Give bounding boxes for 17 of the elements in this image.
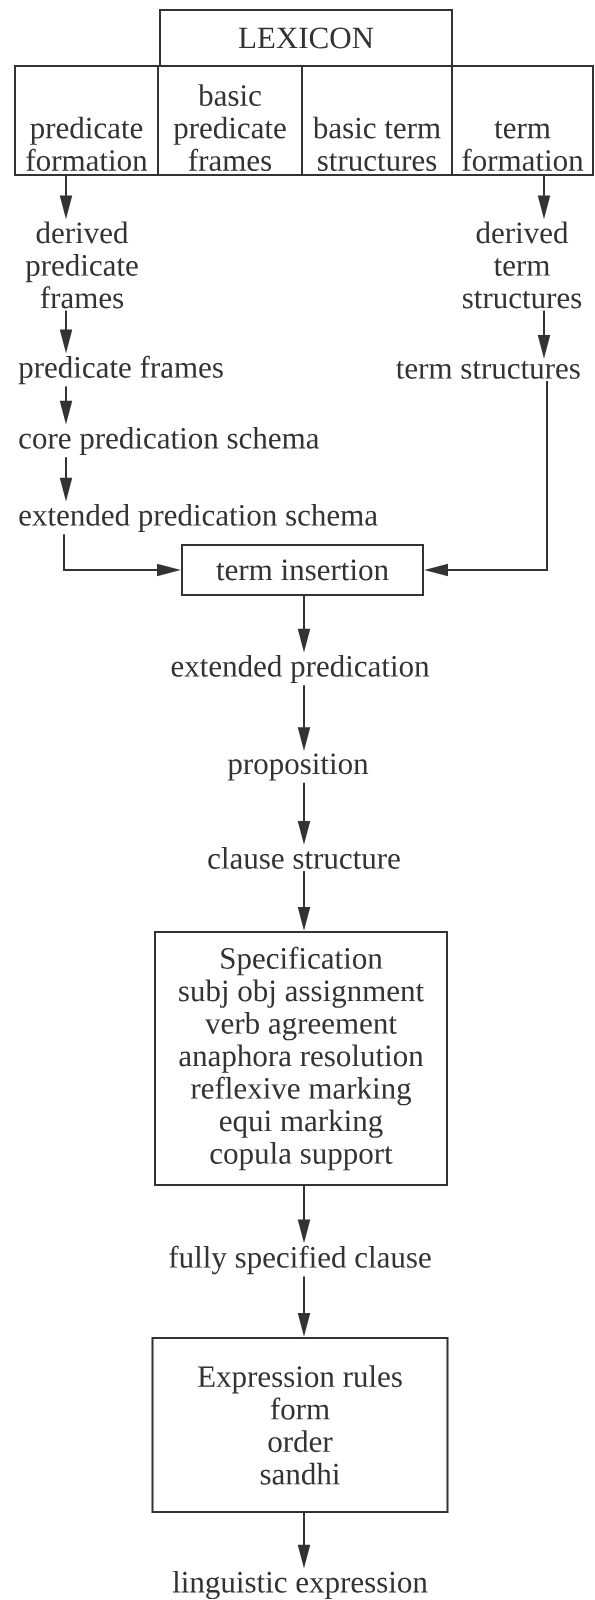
stage-label: extended predication [171,654,430,684]
stage-label: extended predication schema [19,503,378,533]
lexicon-box: LEXICON [159,9,453,67]
component-box: term formation [451,65,594,176]
component-box: basic term structures [301,65,453,176]
stage-label: linguistic expression [172,1570,428,1600]
stage-label: fully specified clause [169,1245,431,1275]
stage-label: proposition [227,753,369,781]
component-box: predicate formation [14,65,159,176]
component-box: basic predicate frames [157,65,303,176]
stage-label: predicate frames [18,355,223,385]
stage-label: derived predicate frames [25,221,138,309]
process-box: term insertion [181,544,424,596]
stage-label: term structures [396,361,580,379]
stage-label: clause structure [208,847,400,869]
stage-label: derived term structures [463,221,582,309]
stage-label: core predication schema [19,426,320,456]
